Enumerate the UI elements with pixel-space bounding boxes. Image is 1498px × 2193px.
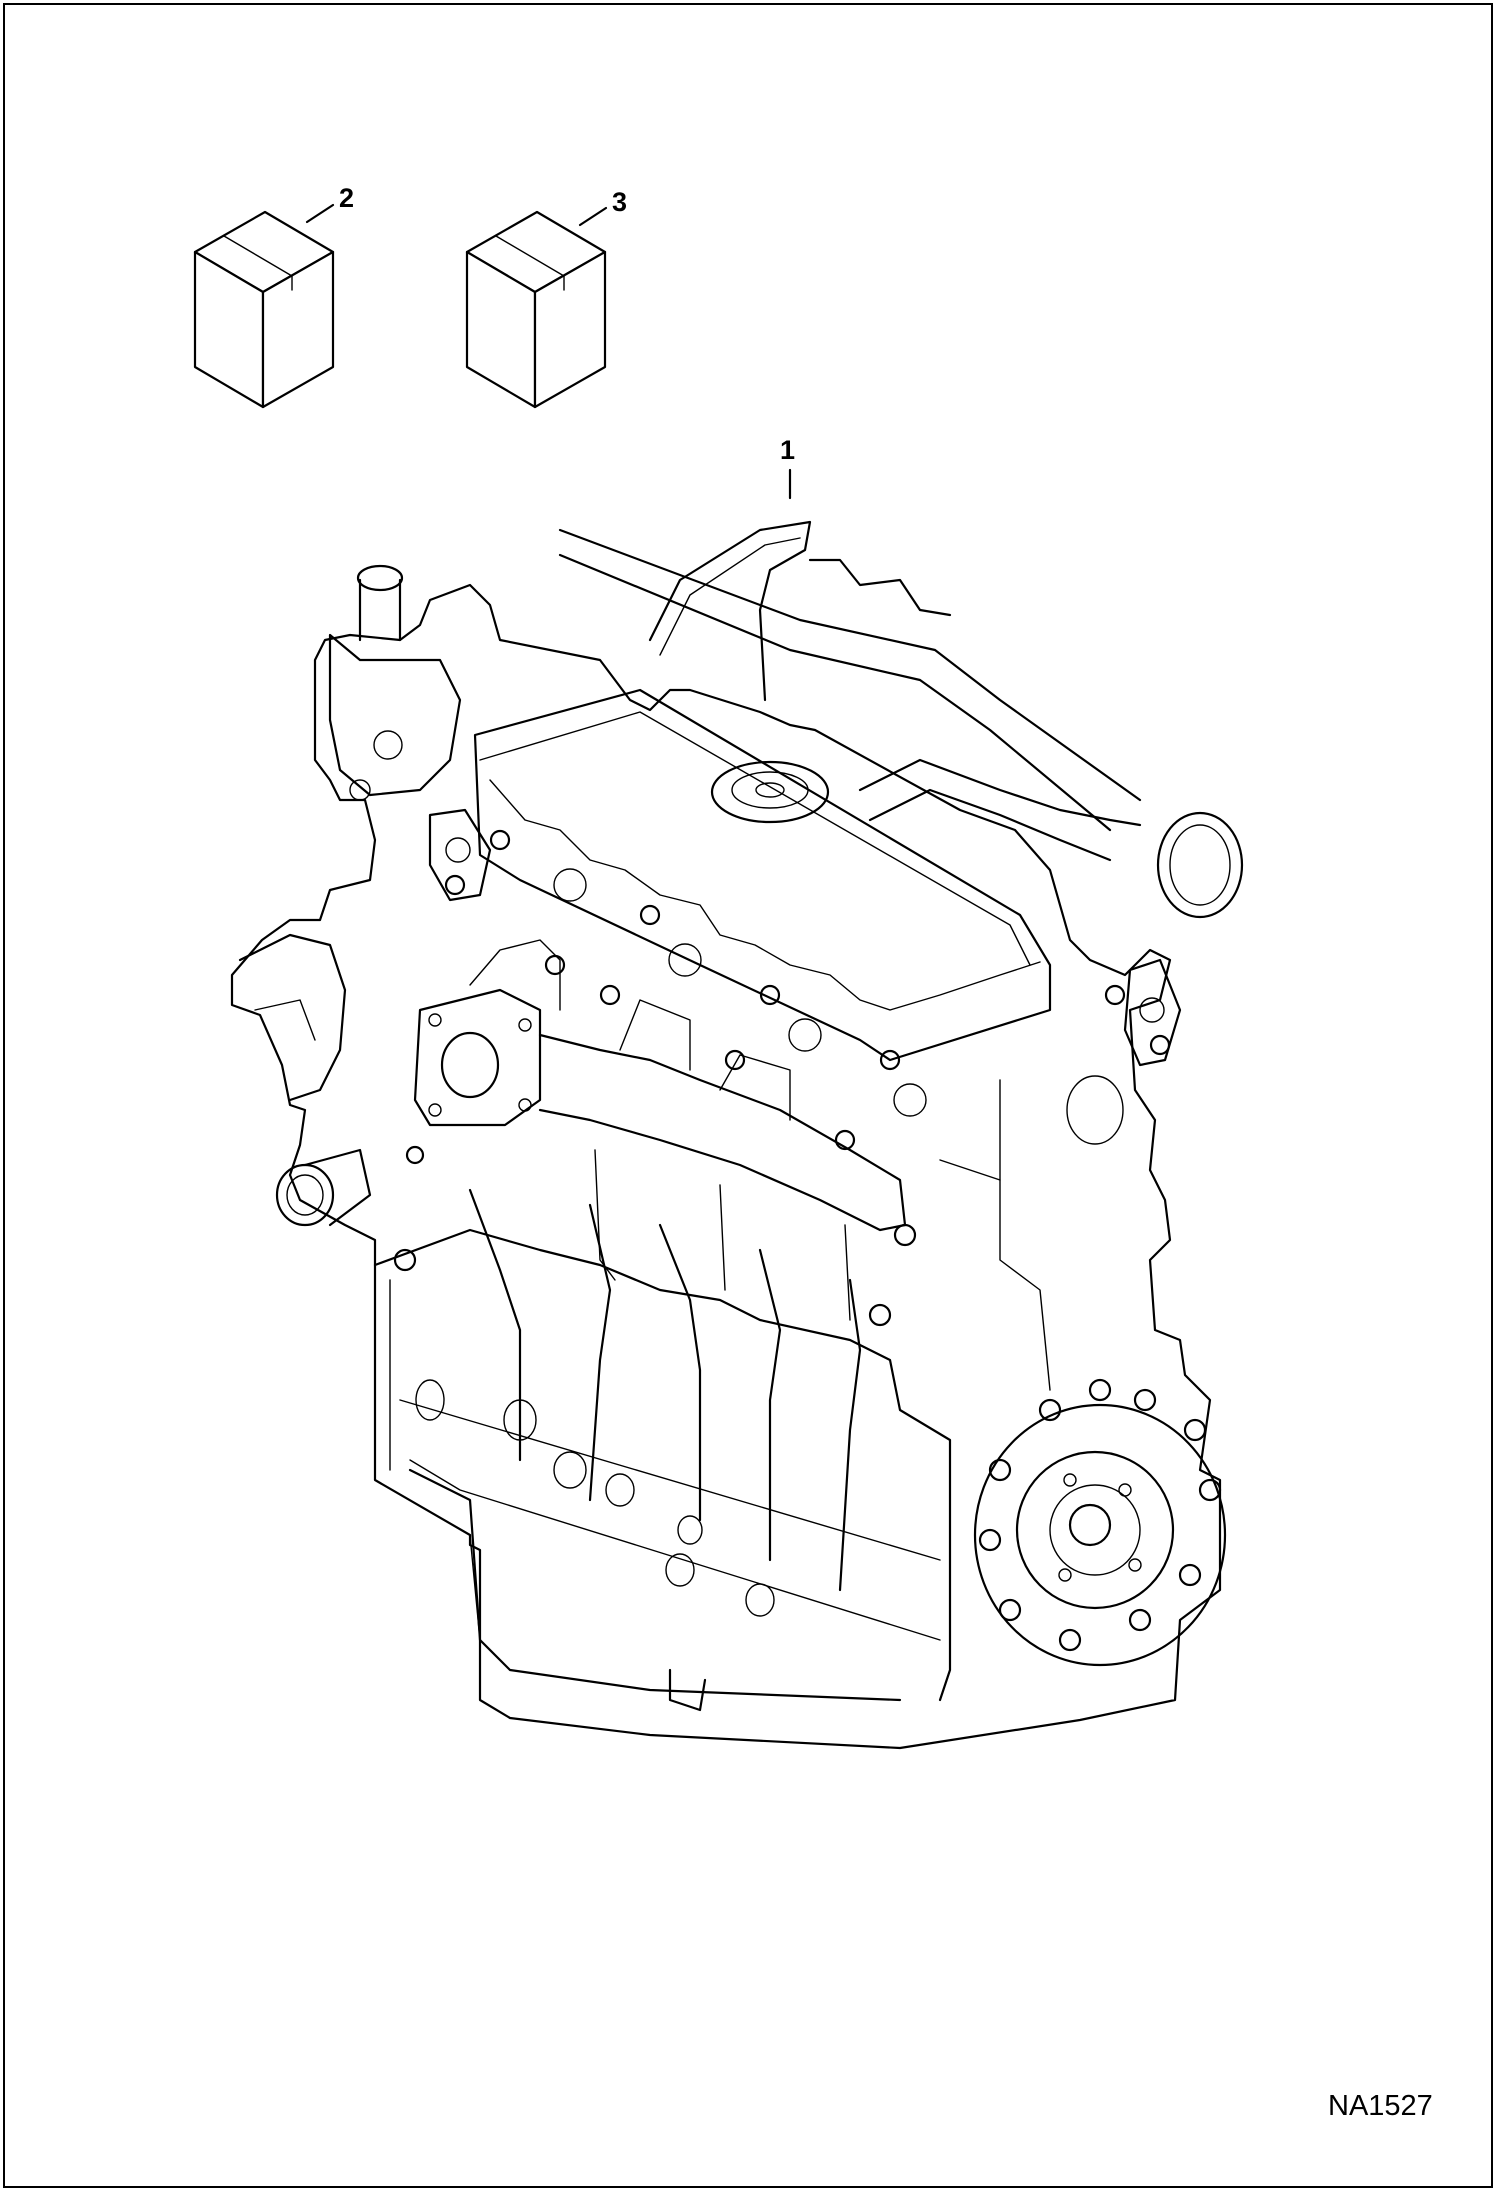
part-3-box[interactable] bbox=[465, 210, 607, 409]
drawing-frame bbox=[3, 3, 1493, 2188]
leader-line-3 bbox=[578, 206, 608, 227]
callout-1: 1 bbox=[780, 435, 796, 465]
engine-assembly[interactable] bbox=[230, 520, 1244, 1750]
callout-2: 2 bbox=[339, 183, 355, 213]
part-2-box[interactable] bbox=[193, 210, 335, 409]
callout-3: 3 bbox=[612, 187, 628, 217]
leader-line-2 bbox=[305, 203, 335, 224]
drawing-code: NA1527 bbox=[1328, 2090, 1433, 2122]
